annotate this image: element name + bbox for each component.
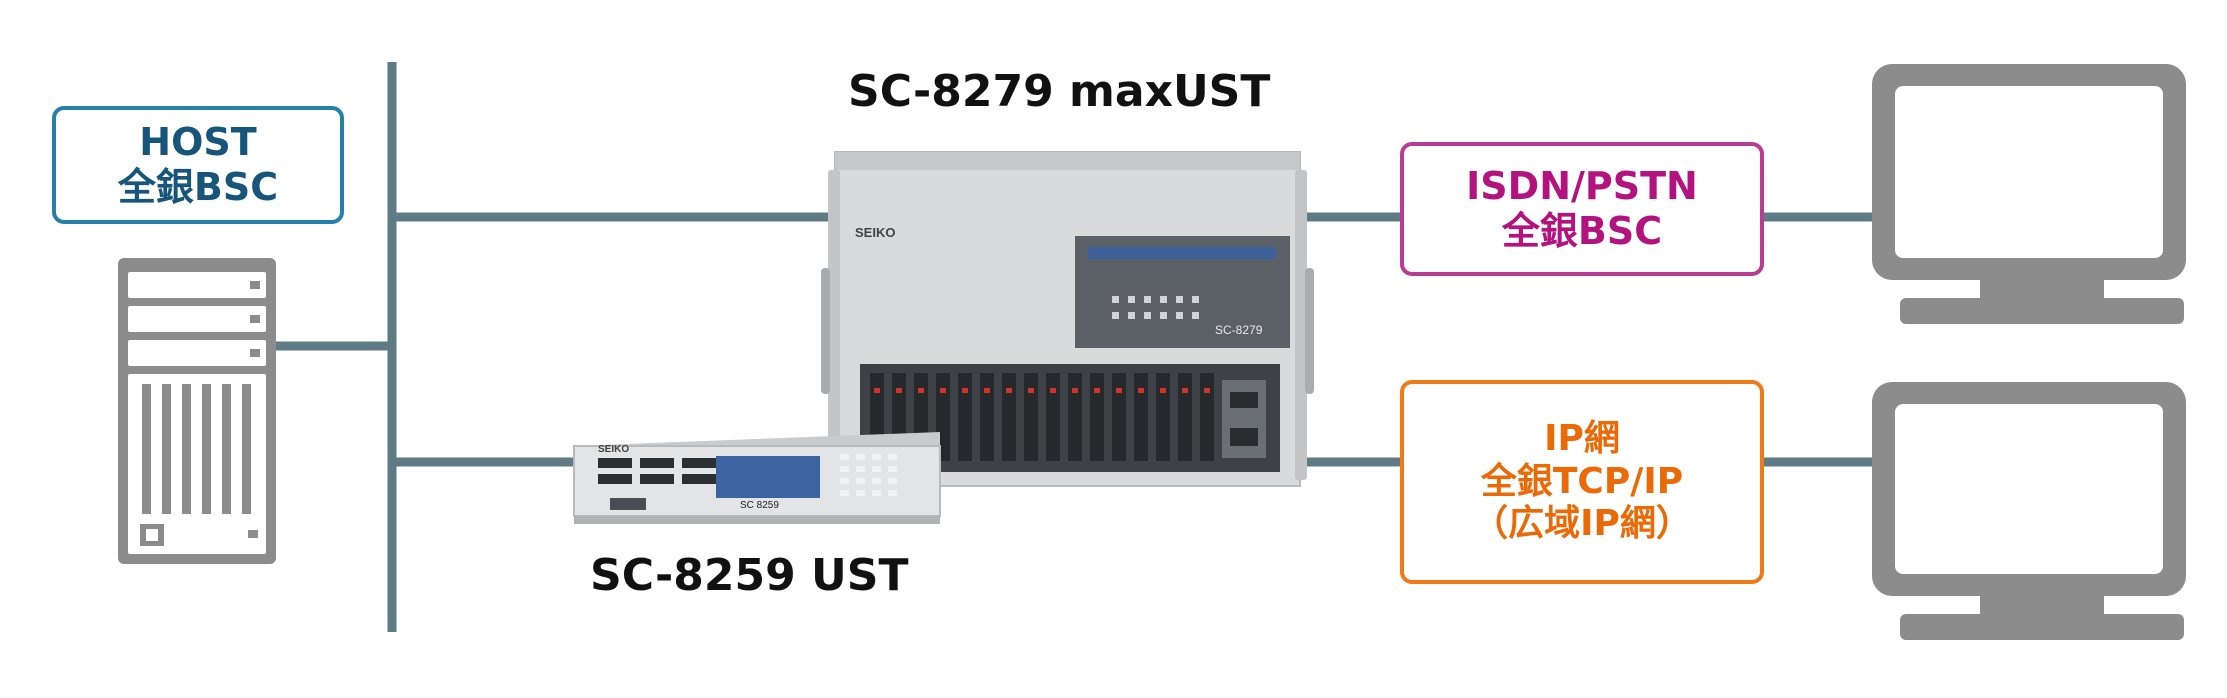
ip-label-line-2: 全銀TCP/IP xyxy=(1481,461,1683,503)
isdn-pstn-label-box: ISDN/PSTN 全銀BSC xyxy=(1400,142,1764,276)
sc-8259-desktop-device: SEIKO SC 8259 xyxy=(574,432,940,524)
sc-8279-brand-logo: SEIKO xyxy=(855,225,895,240)
host-server-icon xyxy=(118,258,276,564)
terminal-monitor-icon-top xyxy=(1872,64,2186,324)
ip-label-line-3: （広域IP網） xyxy=(1472,503,1692,545)
sc-8279-title: SC-8279 maxUST xyxy=(848,66,1270,117)
sc-8279-model-label: SC-8279 xyxy=(1215,323,1263,337)
ip-network-label-box: IP網 全銀TCP/IP （広域IP網） xyxy=(1400,380,1764,584)
terminal-monitor-icon-bottom xyxy=(1872,382,2186,640)
ip-label-line-1: IP網 xyxy=(1544,418,1620,460)
isdn-label-line-2: 全銀BSC xyxy=(1502,209,1662,254)
sc-8259-brand-logo: SEIKO xyxy=(598,444,629,455)
host-bsc-label-box: HOST 全銀BSC xyxy=(52,106,344,224)
host-label-line-1: HOST xyxy=(139,120,256,165)
sc-8259-model-label: SC 8259 xyxy=(740,500,779,511)
isdn-label-line-1: ISDN/PSTN xyxy=(1466,164,1698,209)
sc-8259-title: SC-8259 UST xyxy=(590,550,908,601)
host-label-line-2: 全銀BSC xyxy=(118,165,278,210)
